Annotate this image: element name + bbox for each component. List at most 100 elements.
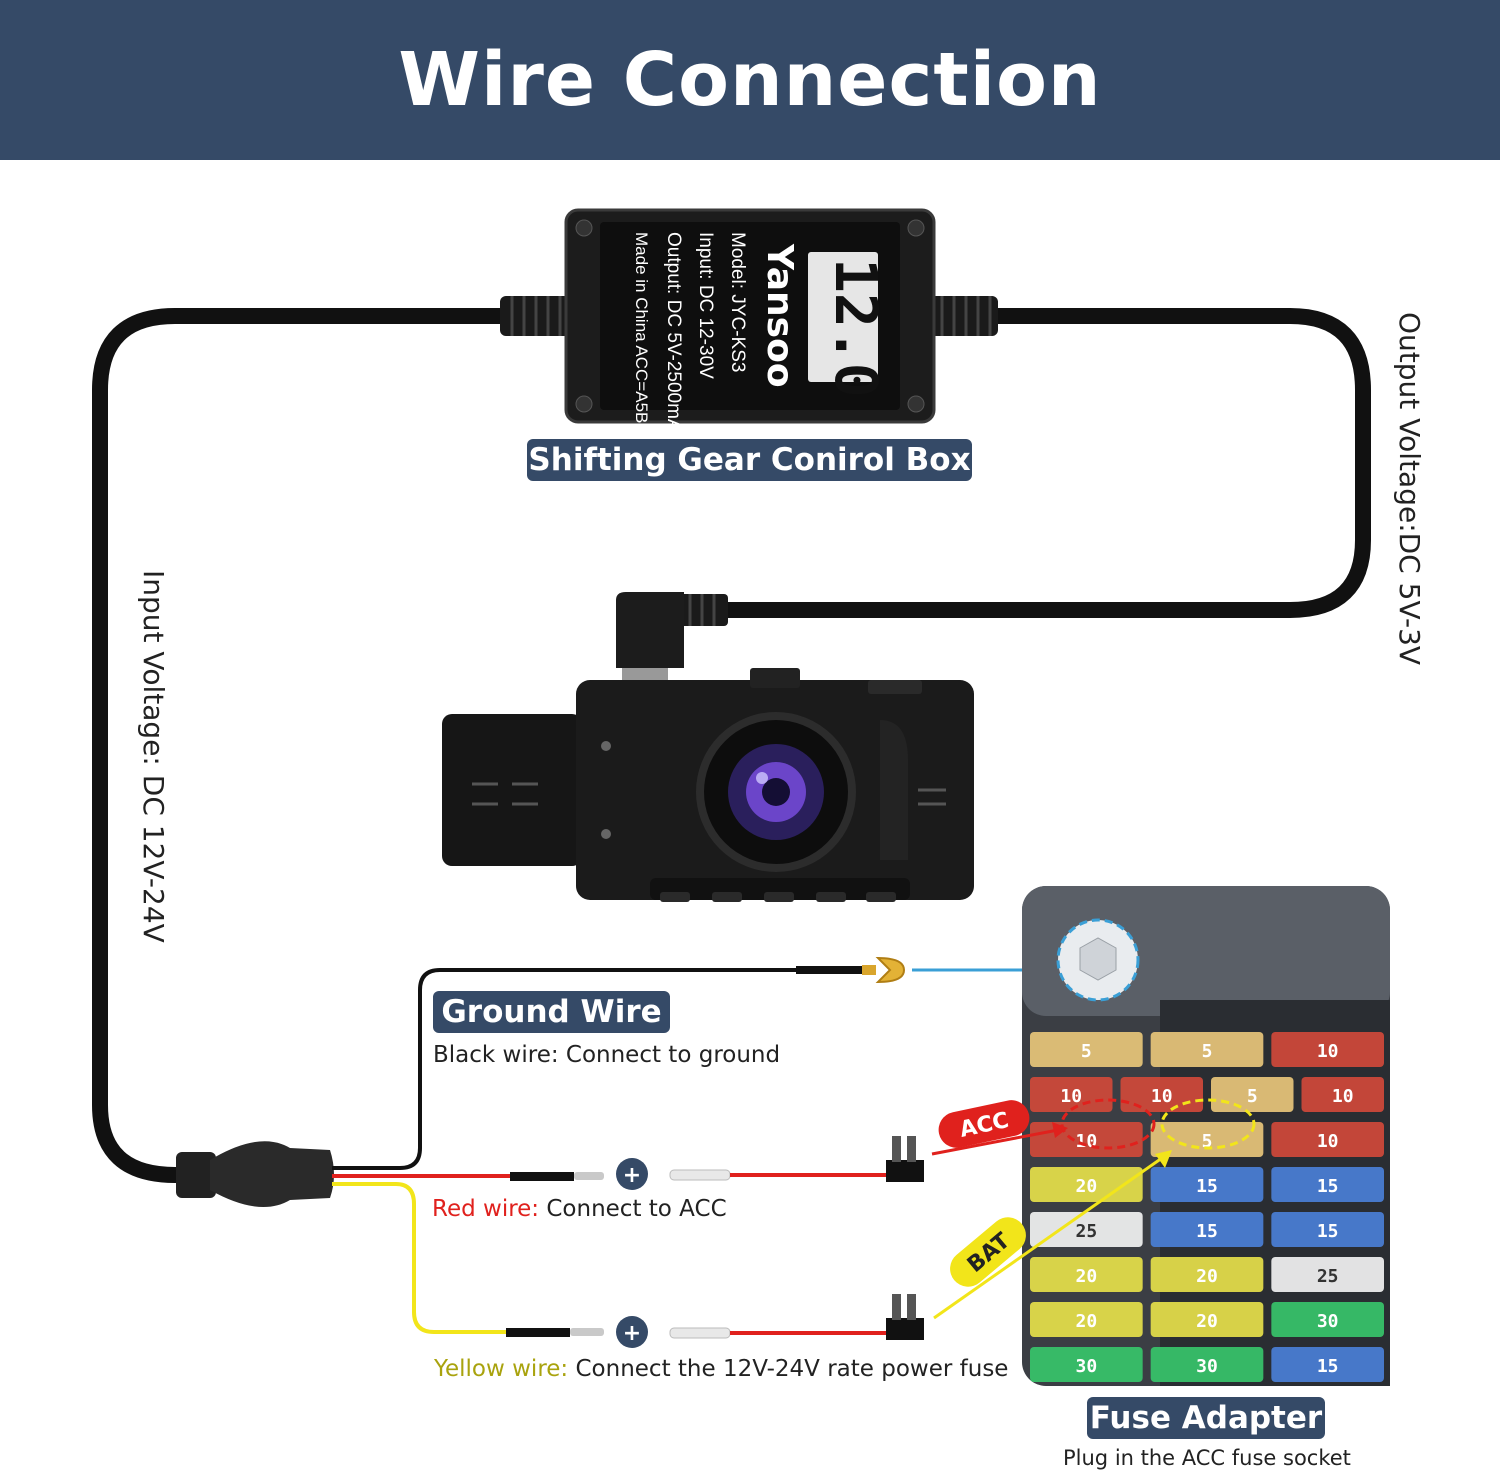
fuse — [1030, 1212, 1143, 1247]
fuse-rating: 5 — [1202, 1041, 1213, 1062]
input-line: Input: DC 12-30V — [695, 232, 716, 379]
control-box — [564, 208, 936, 424]
voltage-display — [808, 252, 878, 382]
box-spec-input: Input: DC 12-30V — [695, 232, 716, 379]
fuse-rating: 15 — [1317, 1221, 1339, 1242]
output-line: Output: DC 5V-2500mA — [663, 232, 684, 432]
fuse-rating: 20 — [1075, 1266, 1097, 1287]
fuse-tap-bat — [886, 1294, 924, 1340]
box-brand-text: Yansoo — [759, 243, 800, 388]
fuse-rating: 10 — [1060, 1086, 1082, 1107]
display-value: 12.0 — [822, 258, 890, 398]
ground-wire-tag: Ground Wire — [433, 991, 670, 1033]
input-voltage-label: Input Voltage: DC 12V-24V — [137, 570, 170, 943]
fuse-rating: 30 — [1317, 1311, 1339, 1332]
yellow-wire-prefix: Yellow wire: — [434, 1356, 569, 1382]
fuse — [1030, 1257, 1143, 1292]
fuse-rating: 30 — [1196, 1356, 1218, 1377]
fuse-rating: 15 — [1317, 1356, 1339, 1377]
red-wire-prefix: Red wire: — [432, 1196, 540, 1222]
strain-relief-left — [500, 296, 570, 336]
fuse — [1150, 1212, 1264, 1247]
control-box-tag: Shifting Gear Conirol Box — [527, 439, 972, 481]
fuse-rating: 15 — [1196, 1176, 1218, 1197]
fuse — [1271, 1257, 1384, 1292]
bat-fuse-highlight — [1160, 1098, 1256, 1150]
brand-name: Yansoo — [759, 243, 800, 388]
fuse-rating: 10 — [1075, 1131, 1097, 1152]
fuse-rating: 30 — [1075, 1356, 1097, 1377]
dash-camera — [442, 668, 974, 902]
made-line: Made in China ACC=A5B5 — [632, 232, 651, 433]
fuse — [1271, 1167, 1384, 1202]
fuse-rating: 25 — [1317, 1266, 1339, 1287]
strain-relief-right — [930, 296, 998, 336]
fuse-rating: 5 — [1202, 1131, 1213, 1152]
fuse — [1150, 1302, 1264, 1337]
ring-terminal — [862, 956, 906, 984]
box-display-text: 12.0 — [822, 258, 890, 398]
fuse-rating: 15 — [1196, 1221, 1218, 1242]
acc-fuse-highlight — [1060, 1098, 1156, 1150]
fuse-rating: 20 — [1196, 1311, 1218, 1332]
input-cable — [92, 308, 513, 1183]
output-cable — [712, 308, 1371, 618]
fuse — [1030, 1347, 1143, 1382]
fuse — [1271, 1347, 1384, 1382]
yellow-wire-desc: Yellow wire: Connect the 12V-24V rate po… — [434, 1356, 1008, 1382]
fuse — [1301, 1077, 1384, 1112]
screw-bottom-right — [907, 395, 925, 413]
model-line: Model: JYC-KS3 — [727, 232, 748, 372]
page-title: Wire Connection — [398, 37, 1102, 123]
fuse-rating: 10 — [1332, 1086, 1354, 1107]
fuse — [1211, 1077, 1294, 1112]
bat-arrow — [933, 1156, 1163, 1320]
wire-junction — [176, 1141, 334, 1208]
fuse-rating: 20 — [1075, 1176, 1097, 1197]
fuse — [1030, 1302, 1143, 1337]
fuse-tap-acc — [886, 1136, 924, 1182]
fuse-rating: 10 — [1151, 1086, 1173, 1107]
fuse — [1030, 1077, 1113, 1112]
svg-text:+: + — [623, 1163, 641, 1188]
screw-top-left — [575, 219, 593, 237]
screw-top-right — [907, 219, 925, 237]
fuse-rating: 15 — [1317, 1176, 1339, 1197]
usb-c-connector — [616, 592, 728, 680]
fuse — [1271, 1302, 1384, 1337]
fuse — [1150, 1032, 1264, 1067]
fuse-adapter-desc: Plug in the ACC fuse socket — [1063, 1446, 1351, 1470]
box-spec-output: Output: DC 5V-2500mA — [663, 232, 684, 432]
fuse — [1271, 1122, 1384, 1157]
fuse — [1030, 1167, 1143, 1202]
fuse-rating: 10 — [1317, 1131, 1339, 1152]
fuse-adapter-tag: Fuse Adapter — [1087, 1397, 1325, 1439]
acc-arrow — [931, 1128, 1059, 1156]
screw-bottom-left — [575, 395, 593, 413]
fuse-rating: 5 — [1081, 1041, 1092, 1062]
box-spec-made: Made in China ACC=A5B5 — [632, 232, 651, 433]
fuse — [1150, 1347, 1264, 1382]
plus-icon — [616, 1316, 648, 1348]
fuse — [1150, 1122, 1264, 1157]
header-banner: Wire Connection — [0, 0, 1500, 160]
fuse-rating: 5 — [1247, 1086, 1258, 1107]
box-spec-model: Model: JYC-KS3 — [727, 232, 748, 372]
fuse — [1030, 1032, 1143, 1067]
fuse — [1150, 1167, 1264, 1202]
black-ground-wire — [332, 968, 860, 1170]
plus-icon — [616, 1158, 648, 1190]
fuse-rating: 25 — [1075, 1221, 1097, 1242]
red-wire-desc: Red wire: Connect to ACC — [432, 1196, 727, 1222]
fuse — [1150, 1257, 1264, 1292]
ground-wire-desc: Black wire: Connect to ground — [433, 1042, 781, 1068]
fuse-rating: 20 — [1196, 1266, 1218, 1287]
yellow-bat-wire — [332, 1182, 506, 1334]
yellow-wire-text: Connect the 12V-24V rate power fuse — [568, 1356, 1009, 1382]
output-voltage-label: Output Voltage:DC 5V-3V — [1393, 312, 1426, 666]
acc-label: ACC — [938, 1100, 1030, 1148]
red-wire-text: Connect to ACC — [539, 1196, 727, 1222]
fuse-rating: 20 — [1075, 1311, 1097, 1332]
